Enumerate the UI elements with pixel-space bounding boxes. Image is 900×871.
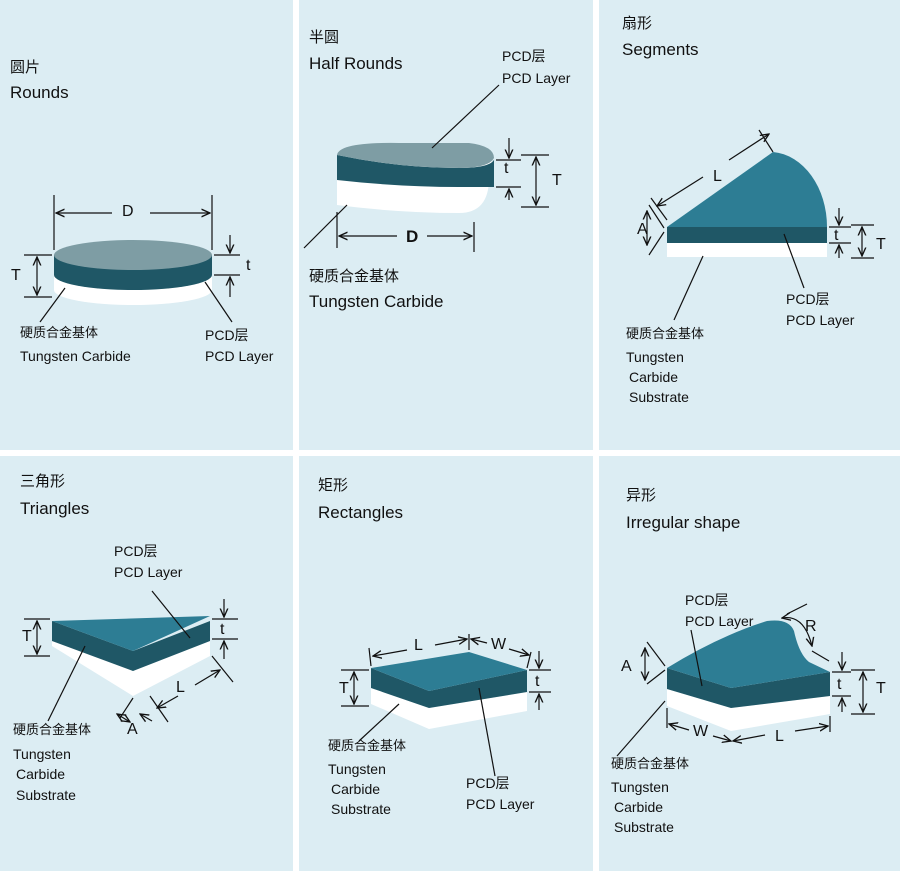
rectangles-diagram [341,634,551,777]
rounds-substrate-en: Tungsten Carbide [20,348,131,364]
half-rounds-pcd-top [337,142,494,168]
rectangles-substrate-en-3: Substrate [331,801,391,817]
segments-substrate-en-3: Substrate [629,389,689,405]
rounds-diagram [24,195,240,323]
rounds-dim-d: D [122,203,134,220]
rectangles-pcd-side [371,668,527,708]
triangles-substrate [52,621,210,696]
rectangles-substrate-cn: 硬质合金基体 [328,739,407,754]
rectangles-title-en: Rectangles [318,503,404,522]
irregular-dim-A: A [621,658,632,675]
rounds-title-en: Rounds [10,83,69,102]
irregular-substrate-en-2: Carbide [614,799,664,815]
triangles-substrate-en-3: Substrate [16,787,76,803]
rectangles-substrate [371,688,527,729]
half-rounds-diagram [303,84,549,252]
irregular-dim-T: T [876,680,886,697]
rectangles-dim-L: L [414,637,423,654]
segments-title-cn: 扇形 [622,14,653,32]
irregular-dim-t: t [837,676,842,693]
half-rounds-pcd-side [337,155,494,187]
panel-irregular: 异形 Irregular shape PCD层 PCD Layer R A t … [599,456,900,871]
segments-substrate-en-2: Carbide [629,369,679,385]
irregular-substrate-en-3: Substrate [614,819,674,835]
triangles-diagram [24,590,238,871]
rectangles-substrate-en-2: Carbide [331,781,381,797]
panel-segments: 扇形 Segments L A t T PCD层 PCD Layer 硬质合金基… [599,0,900,450]
rectangles-pcd-cn: PCD层 [466,775,510,791]
irregular-dim-W: W [693,723,709,740]
triangles-dim-L: L [176,679,185,696]
segments-dim-t: t [834,227,839,244]
half-rounds-title-en: Half Rounds [309,54,403,73]
segments-diagram [599,129,874,321]
triangles-pcd-en: PCD Layer [114,564,183,580]
rectangles-substrate-en-1: Tungsten [328,761,386,777]
triangles-pcd-top [52,616,210,651]
rounds-substrate-cn: 硬质合金基体 [20,326,99,341]
panel-triangles: 三角形 Triangles PCD层 PCD Layer T t L A 硬质合… [0,456,293,871]
half-rounds-dim-T: T [552,172,562,189]
irregular-pcd-side [667,668,830,708]
segments-pcd-top [667,152,828,227]
irregular-substrate-cn: 硬质合金基体 [611,757,690,772]
panel-rectangles: 矩形 Rectangles L W T t 硬质合金基体 Tungsten Ca… [299,456,593,871]
irregular-pcd-cn: PCD层 [685,592,729,608]
irregular-dim-L: L [775,728,784,745]
segments-dim-A: A [637,221,648,238]
segments-pcd-side [667,227,827,243]
triangles-dim-t: t [220,621,225,638]
rectangles-pcd-en: PCD Layer [466,796,535,812]
irregular-substrate [667,689,830,731]
rounds-dim-T: T [11,267,21,284]
segments-substrate-en-1: Tungsten [626,349,684,365]
rounds-pcd-en: PCD Layer [205,348,274,364]
rectangles-dim-W: W [491,636,507,653]
segments-title-en: Segments [622,40,699,59]
rounds-pcd-top [54,240,212,270]
segments-dim-T: T [876,236,886,253]
irregular-title-cn: 异形 [626,486,657,504]
panel-half-rounds: 半圆 Half Rounds PCD层 PCD Layer t T D 硬质合金… [299,0,593,450]
half-rounds-substrate-cn: 硬质合金基体 [309,267,400,285]
rectangles-dim-t: t [535,673,540,690]
triangles-substrate-en-2: Carbide [16,766,66,782]
half-rounds-substrate-en: Tungsten Carbide [309,292,444,311]
triangles-substrate-en-1: Tungsten [13,746,71,762]
rectangles-dim-T: T [339,680,349,697]
segments-dim-L: L [713,168,722,185]
rounds-pcd-cn: PCD层 [205,327,249,343]
triangles-substrate-cn: 硬质合金基体 [13,723,92,738]
triangles-pcd-cn: PCD层 [114,543,158,559]
irregular-diagram [616,603,875,757]
rounds-dim-t: t [246,257,251,274]
panel-rounds: 圆片 Rounds D T t 硬质合金基体 Tungsten Carbide … [0,0,293,450]
rounds-title-cn: 圆片 [10,58,41,76]
triangles-pcd-side [52,621,210,671]
triangles-dim-A: A [127,721,138,738]
triangles-title-en: Triangles [20,499,90,518]
rectangles-pcd-top [371,652,527,691]
triangles-dim-T: T [22,628,32,645]
half-rounds-pcd-cn: PCD层 [502,48,546,64]
irregular-substrate-en-1: Tungsten [611,779,669,795]
half-rounds-dim-t: t [504,160,509,177]
segments-pcd-cn: PCD层 [786,291,830,307]
irregular-pcd-en: PCD Layer [685,613,754,629]
segments-substrate [667,243,827,257]
segments-substrate-cn: 硬质合金基体 [626,327,705,342]
irregular-dim-R: R [805,618,817,635]
half-rounds-dim-d: D [406,227,419,246]
triangles-title-cn: 三角形 [20,472,66,490]
irregular-title-en: Irregular shape [626,513,741,532]
rectangles-title-cn: 矩形 [318,476,349,494]
segments-pcd-en: PCD Layer [786,312,855,328]
half-rounds-pcd-en: PCD Layer [502,70,571,86]
half-rounds-title-cn: 半圆 [309,28,340,46]
